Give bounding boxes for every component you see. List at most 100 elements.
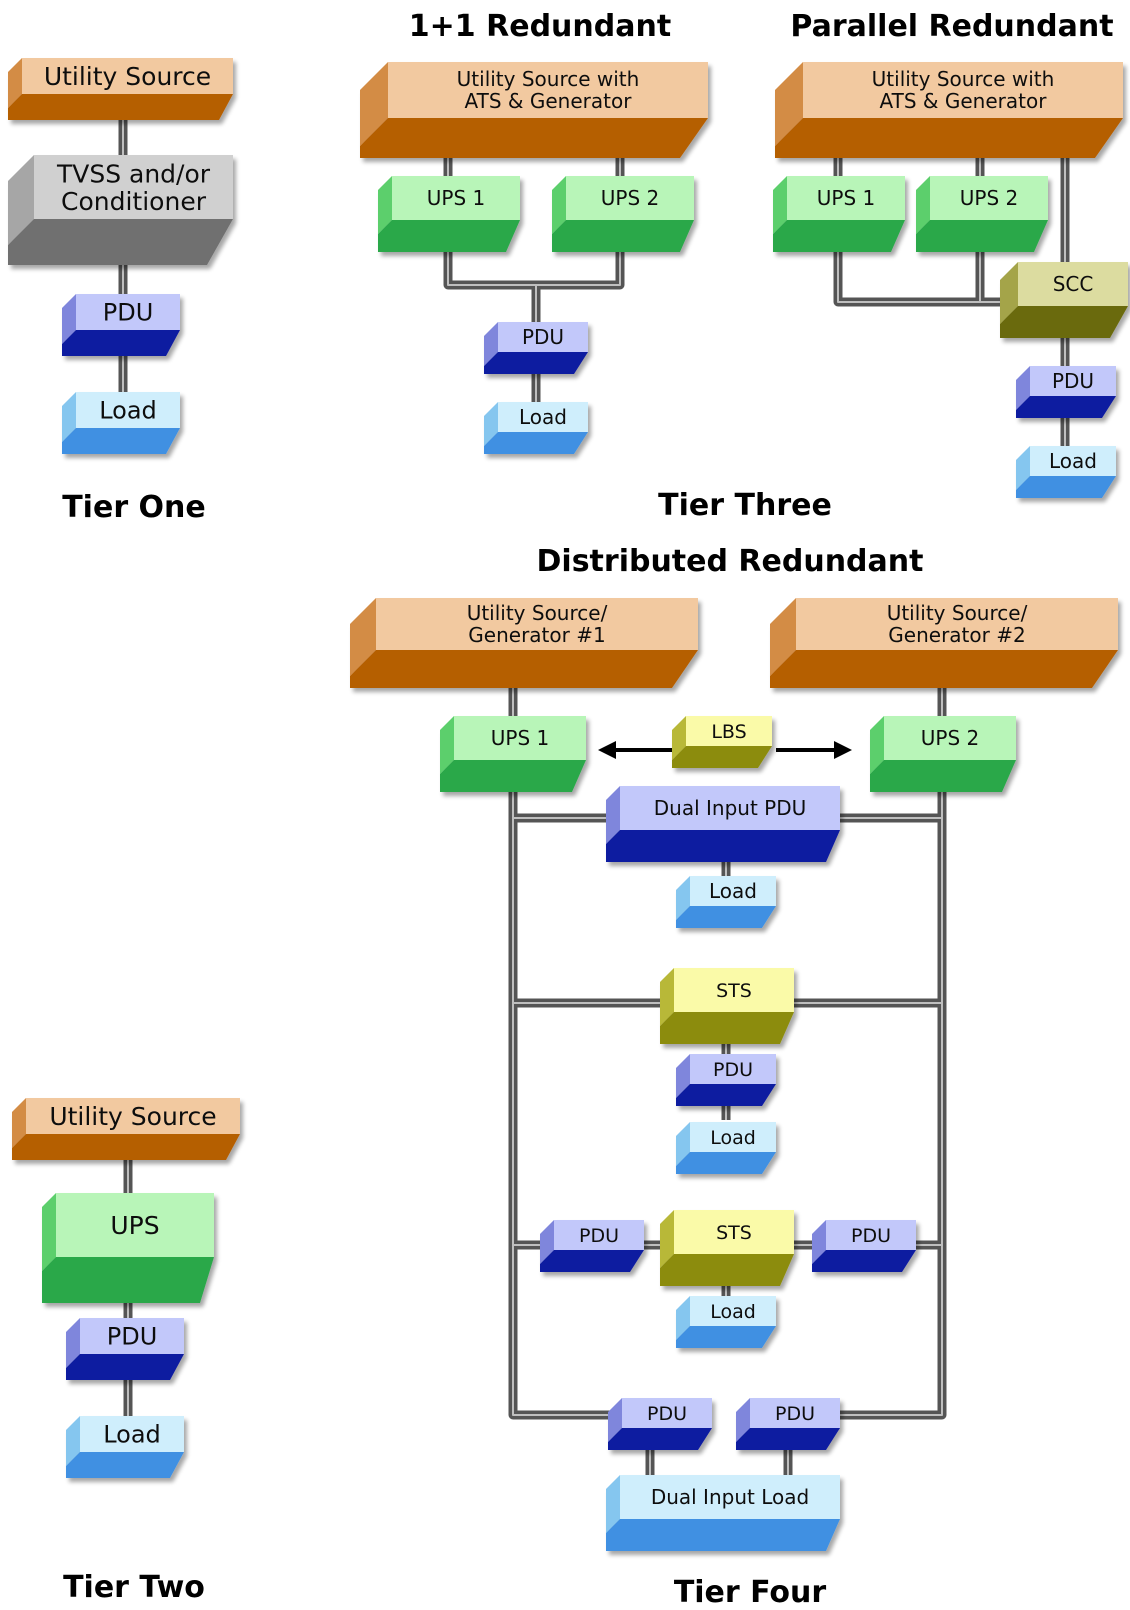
dr-dual-input-load: Dual Input Load: [606, 1475, 840, 1551]
dr-ups1: UPS 1: [440, 716, 586, 792]
heading-tier-two: Tier Two: [63, 1570, 205, 1605]
r11-ups1-side: [378, 176, 392, 234]
pr-ups2-side: [916, 176, 930, 234]
dr-load-b-bottom: [676, 1152, 776, 1174]
pr-ups1-side: [773, 176, 787, 234]
dr-dual-input-load-label: Dual Input Load: [651, 1485, 809, 1509]
dr-gen1-bottom: [350, 650, 698, 688]
pr-pdu-side: [1016, 366, 1030, 410]
pr-ups2-label: UPS 2: [960, 186, 1018, 210]
dr-pdu-bottom-right-side: [736, 1398, 750, 1442]
t2-pdu-label: PDU: [107, 1323, 158, 1351]
pr-ups2-face: [930, 176, 1048, 220]
t1-load-bottom: [62, 428, 180, 454]
pr-scc-bottom: [1000, 306, 1128, 338]
dr-load-b-face: [690, 1122, 776, 1152]
pr-pdu-face: [1030, 366, 1116, 396]
dr-sts-a: STS: [660, 968, 794, 1044]
dr-pdu-left-bottom: [540, 1250, 644, 1272]
dr-pdu-right-face: [826, 1220, 916, 1250]
pr-ups1: UPS 1: [773, 176, 905, 252]
t1-load-face: [76, 392, 180, 428]
dr-pdu-a-side: [676, 1054, 690, 1098]
t2-load-bottom: [66, 1452, 184, 1478]
dr-ups2-bottom: [870, 760, 1016, 792]
r11-ups2-face: [566, 176, 694, 220]
dr-lbs: LBS: [672, 716, 772, 768]
dr-gen1-label-2: Generator #1: [468, 623, 605, 647]
pr-load: Load: [1016, 446, 1116, 498]
dr-gen1: Utility Source/Generator #1: [350, 598, 698, 688]
t2-pdu: PDU: [66, 1318, 184, 1380]
dr-dual-input-pdu-face: [620, 786, 840, 830]
pr-ups2: UPS 2: [916, 176, 1048, 252]
heading-tier-one: Tier One: [62, 490, 206, 525]
dr-gen2-bottom: [770, 650, 1118, 688]
t1-tvss-conditioner-side: [8, 155, 34, 245]
dr-pdu-bottom-left-bottom: [608, 1428, 712, 1450]
dr-ups1-label: UPS 1: [491, 726, 549, 750]
dr-pdu-right-side: [812, 1220, 826, 1264]
t2-load: Load: [66, 1416, 184, 1478]
t1-pdu-side: [62, 294, 76, 344]
t2-load-label: Load: [103, 1421, 161, 1449]
r11-ups2-label: UPS 2: [601, 186, 659, 210]
r11-ups2-bottom: [552, 220, 694, 252]
dr-pdu-left: PDU: [540, 1220, 644, 1272]
dr-pdu-bottom-left-side: [608, 1398, 622, 1442]
dr-sts-b-side: [660, 1210, 674, 1268]
pr-pdu: PDU: [1016, 366, 1116, 418]
dr-gen2-label-2: Generator #2: [888, 623, 1025, 647]
r11-pdu-bottom: [484, 352, 588, 374]
dr-dual-input-pdu: Dual Input PDU: [606, 786, 840, 862]
t1-pdu: PDU: [62, 294, 180, 356]
t2-utility-source-bottom: [12, 1134, 240, 1160]
dr-lbs-face: [686, 716, 772, 746]
r11-ups2-side: [552, 176, 566, 234]
dr-ups1-side: [440, 716, 454, 774]
t2-ups-side: [42, 1193, 56, 1271]
pr-utility-ats-label-1: Utility Source with: [872, 67, 1055, 91]
pr-ups1-face: [787, 176, 905, 220]
dr-pdu-right-bottom: [812, 1250, 916, 1272]
dr-load-a-label: Load: [709, 879, 757, 903]
pr-load-side: [1016, 446, 1030, 490]
pr-ups2-bottom: [916, 220, 1048, 252]
wire-dr-right-trunk: [830, 775, 947, 1420]
r11-ups1-face: [392, 176, 520, 220]
dr-ups1-bottom: [440, 760, 586, 792]
wire-dr-left-trunk-highlight: [512, 775, 612, 1416]
dr-load-c-side: [676, 1296, 690, 1340]
dr-sts-b-face: [674, 1210, 794, 1254]
r11-ups1-bottom: [378, 220, 520, 252]
t1-utility-source-side: [8, 58, 22, 108]
r11-pdu: PDU: [484, 322, 588, 374]
dr-pdu-bottom-left-face: [622, 1398, 712, 1428]
r11-ups1: UPS 1: [378, 176, 520, 252]
dr-gen1-label-1: Utility Source/: [467, 601, 608, 625]
t2-ups-face: [56, 1193, 214, 1257]
t1-utility-source: Utility Source: [8, 58, 233, 120]
dr-pdu-a-bottom: [676, 1084, 776, 1106]
t2-load-face: [80, 1416, 184, 1452]
pr-ups1-bottom: [773, 220, 905, 252]
r11-ups2: UPS 2: [552, 176, 694, 252]
dr-dual-input-pdu-bottom: [606, 830, 840, 862]
pr-load-face: [1030, 446, 1116, 476]
dr-sts-a-bottom: [660, 1012, 794, 1044]
dr-pdu-bottom-left-label: PDU: [647, 1403, 687, 1425]
t2-ups: UPS: [42, 1193, 214, 1303]
pr-ups1-label: UPS 1: [817, 186, 875, 210]
dr-pdu-a-face: [690, 1054, 776, 1084]
r11-load-bottom: [484, 432, 588, 454]
heading-tier-four: Tier Four: [674, 1575, 827, 1610]
dr-ups2-label: UPS 2: [921, 726, 979, 750]
pr-scc-face: [1018, 262, 1128, 306]
lbs-arrows: [598, 741, 852, 759]
dr-load-b-label: Load: [710, 1127, 756, 1149]
dr-pdu-left-label: PDU: [579, 1225, 619, 1247]
dr-lbs-bottom: [672, 746, 772, 768]
dr-pdu-a: PDU: [676, 1054, 776, 1106]
